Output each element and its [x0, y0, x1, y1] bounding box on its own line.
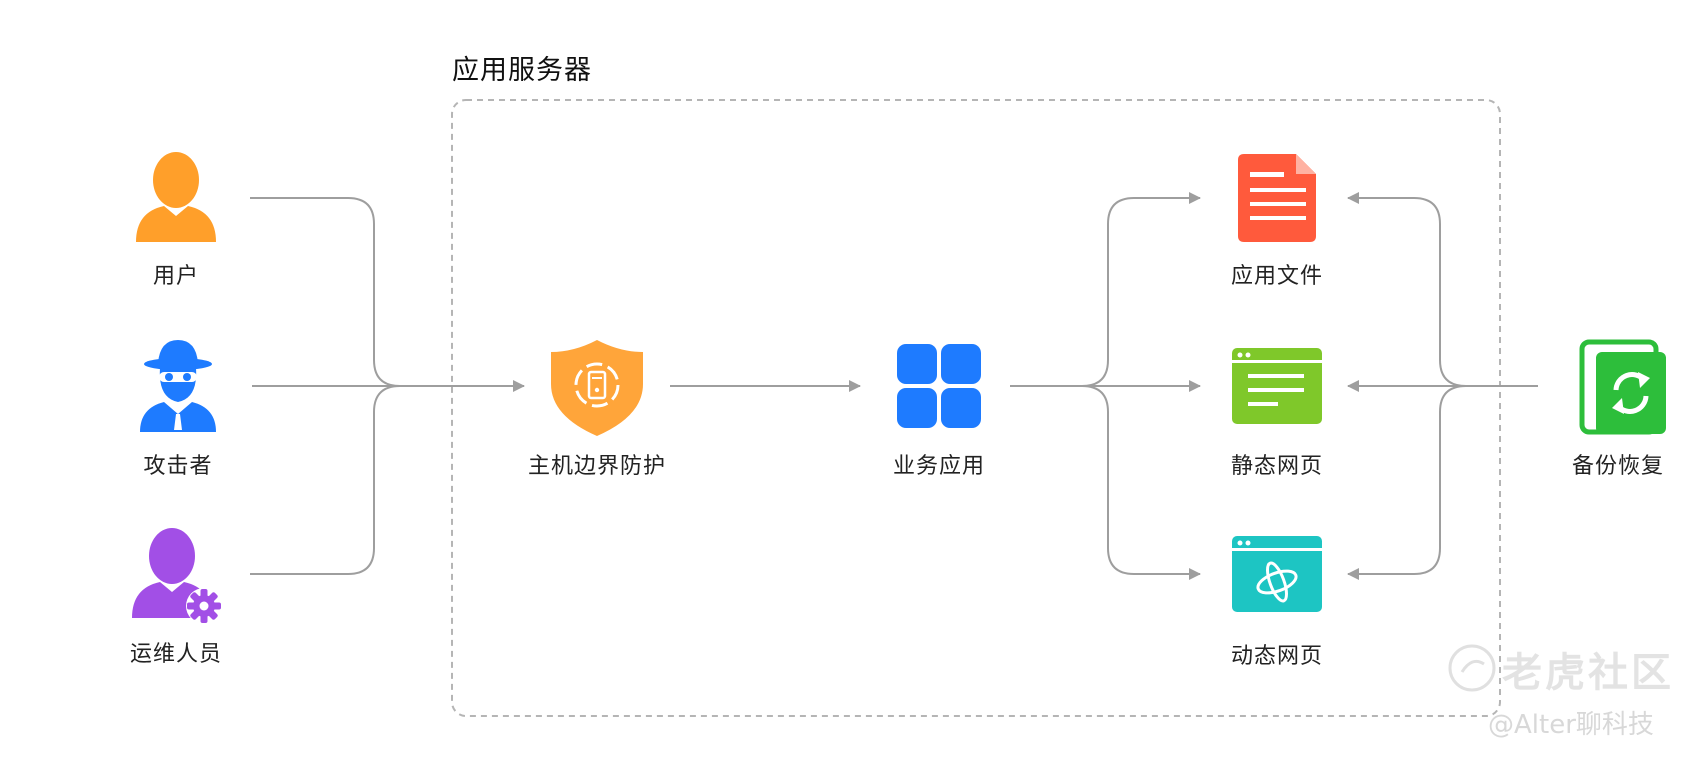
- dynamic-webpage-icon: [1232, 536, 1322, 612]
- label-static-webpage: 静态网页: [1230, 454, 1324, 479]
- label-dynamic-webpage: 动态网页: [1230, 644, 1324, 669]
- label-app-files: 应用文件: [1230, 264, 1324, 289]
- watermark-brand: 老虎社区: [1502, 650, 1674, 696]
- connector-backup-to-dynamic: [1347, 385, 1467, 580]
- backup-connectors: [1347, 192, 1538, 580]
- label-attacker: 攻击者: [143, 454, 213, 479]
- admin-user-gear-icon: [132, 528, 222, 624]
- static-webpage-icon: [1232, 348, 1322, 424]
- target-connectors: [1010, 192, 1201, 580]
- user-icon: [136, 152, 216, 242]
- source-connectors: [250, 197, 525, 575]
- connector-to-dynamic: [1081, 385, 1201, 580]
- spy-icon: [140, 340, 216, 432]
- watermark-logo-icon: [1448, 644, 1496, 692]
- label-ops: 运维人员: [129, 642, 223, 667]
- connector-ops: [250, 385, 401, 575]
- watermark-author: @Alter聊科技: [1488, 710, 1654, 740]
- label-user: 用户: [152, 264, 200, 289]
- connector-user: [250, 197, 401, 387]
- connector-to-app-files: [1081, 192, 1201, 387]
- label-business-app: 业务应用: [892, 454, 986, 479]
- app-server-region: [451, 99, 1501, 717]
- app-grid-icon: [897, 344, 981, 428]
- connector-backup-to-files: [1347, 192, 1467, 387]
- shield-icon: [551, 340, 643, 436]
- label-firewall: 主机边界防护: [527, 454, 667, 479]
- backup-restore-icon: [1579, 339, 1666, 435]
- document-icon: [1238, 154, 1316, 242]
- label-backup: 备份恢复: [1571, 454, 1665, 479]
- app-server-title: 应用服务器: [452, 55, 592, 86]
